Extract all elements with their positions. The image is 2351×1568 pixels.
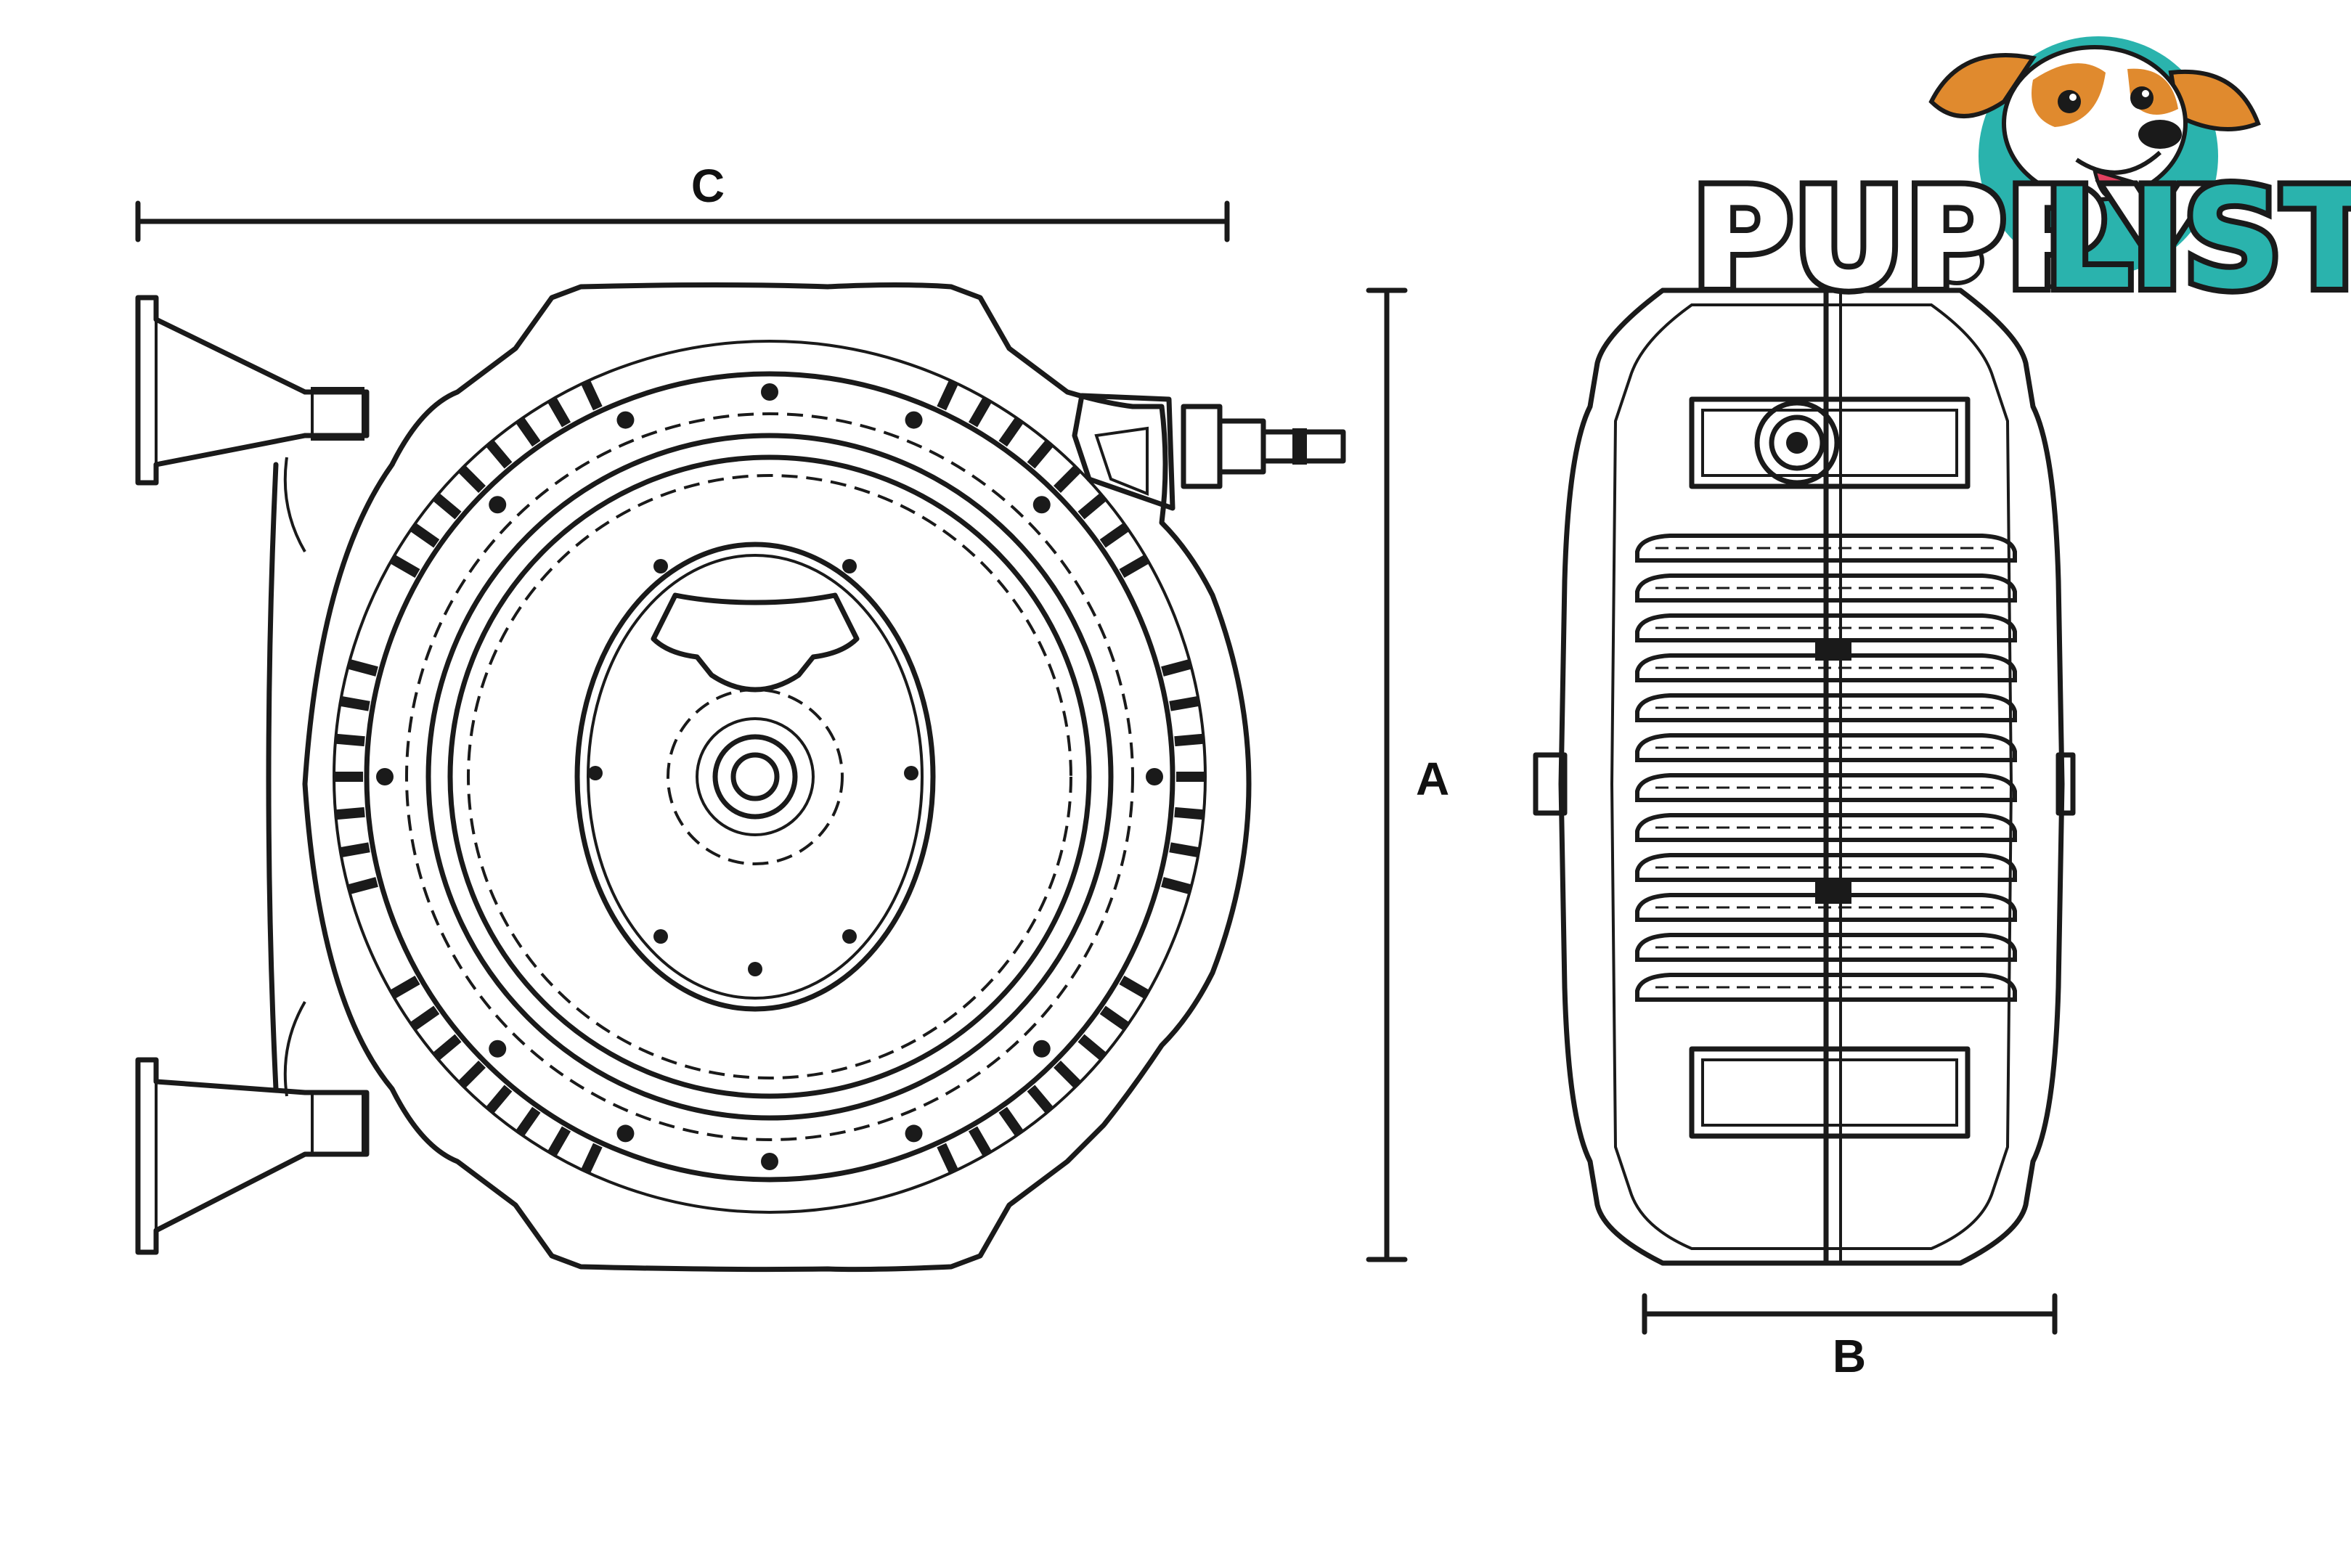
drum-bolt bbox=[616, 411, 635, 429]
housing-rib bbox=[968, 1126, 993, 1157]
housing-rib bbox=[389, 554, 420, 579]
side-rib bbox=[1635, 853, 2017, 882]
housing-rib bbox=[335, 733, 365, 747]
side-rib bbox=[1635, 773, 2017, 802]
drum-bolt bbox=[616, 1124, 635, 1143]
housing-rib bbox=[968, 396, 993, 428]
side-rib bbox=[1635, 893, 2017, 922]
drum-bolt bbox=[761, 383, 778, 401]
hub-bolts bbox=[588, 559, 918, 976]
housing-rib bbox=[547, 1126, 571, 1157]
housing-rib bbox=[1077, 492, 1107, 520]
dimension-b-label: B bbox=[1833, 1330, 1866, 1382]
side-rib bbox=[1635, 573, 2017, 603]
drum-bolt bbox=[905, 411, 923, 429]
housing-rib bbox=[410, 1005, 440, 1031]
housing-rib bbox=[432, 1034, 462, 1061]
housing-rib bbox=[1169, 695, 1200, 711]
dog-mascot-icon bbox=[1928, 45, 2261, 289]
housing-rib bbox=[432, 492, 462, 520]
housing-rib bbox=[516, 417, 541, 447]
top-mount-bracket bbox=[135, 295, 370, 486]
housing-rib bbox=[1174, 733, 1205, 747]
housing-rib bbox=[998, 1106, 1024, 1137]
side-rib bbox=[1635, 973, 2017, 1002]
drum-bolts bbox=[376, 383, 1163, 1170]
housing-rib bbox=[410, 523, 440, 548]
bottom-mount-bracket bbox=[135, 1057, 370, 1255]
hose-reel-front-view bbox=[135, 282, 1346, 1273]
dimension-a-label: A bbox=[1416, 753, 1449, 805]
housing-rib bbox=[335, 807, 365, 820]
housing-rib bbox=[1054, 1061, 1082, 1089]
housing-ribs bbox=[334, 380, 1205, 1174]
drum-bolt bbox=[489, 1040, 507, 1058]
drum-bolt bbox=[1032, 496, 1051, 514]
side-rib bbox=[1635, 933, 2017, 962]
housing-rib bbox=[1169, 842, 1200, 858]
side-rib bbox=[1635, 653, 2017, 682]
housing-rib bbox=[1174, 807, 1205, 820]
side-rib bbox=[1635, 534, 2017, 563]
side-rib bbox=[1635, 613, 2017, 642]
dimension-c: C bbox=[135, 160, 1230, 242]
dimension-a: A bbox=[1366, 287, 1449, 1262]
drum-bolt bbox=[1146, 768, 1163, 785]
housing-rib bbox=[1027, 1085, 1054, 1114]
puppylist-logo: PUPPY LIST bbox=[1686, 36, 2351, 325]
side-ribs bbox=[1635, 534, 2017, 1002]
housing-rib bbox=[1119, 554, 1150, 579]
logo-text-list: LIST bbox=[2044, 159, 2351, 319]
logo-text-puppy: PUPPY bbox=[1692, 159, 2209, 319]
housing-rib bbox=[581, 1143, 603, 1174]
housing-rib bbox=[485, 439, 513, 469]
dimension-b: B bbox=[1642, 1293, 2058, 1382]
housing-rib bbox=[937, 380, 958, 411]
housing-rib bbox=[457, 465, 486, 493]
housing-rib bbox=[347, 877, 378, 895]
housing-rib bbox=[937, 1143, 958, 1174]
housing-rib bbox=[485, 1085, 513, 1114]
drum-bolt bbox=[905, 1124, 923, 1143]
housing-rib bbox=[1027, 439, 1054, 469]
housing-rib bbox=[1119, 975, 1150, 1000]
drum-bolt bbox=[1032, 1040, 1051, 1058]
housing-rib bbox=[581, 380, 603, 411]
housing-rib bbox=[1161, 877, 1192, 895]
dimension-c-label: C bbox=[691, 160, 725, 212]
housing-rib bbox=[339, 695, 370, 711]
housing-rib bbox=[1099, 1005, 1130, 1031]
side-rib bbox=[1635, 693, 2017, 722]
drum-bolt bbox=[376, 768, 394, 785]
housing-rib bbox=[998, 417, 1024, 447]
housing-rib bbox=[516, 1106, 541, 1137]
housing-rib bbox=[457, 1061, 486, 1089]
drum-bolt bbox=[761, 1153, 778, 1170]
housing-rib bbox=[1099, 523, 1130, 548]
housing-rib bbox=[389, 975, 420, 1000]
hose-reel-side-view bbox=[1533, 287, 2076, 1266]
housing-rib bbox=[1161, 658, 1192, 677]
housing-rib bbox=[547, 396, 571, 428]
housing-rib bbox=[339, 842, 370, 858]
housing-rib bbox=[1054, 465, 1082, 493]
hose-outlet-fitting bbox=[1072, 393, 1346, 511]
side-rib bbox=[1635, 733, 2017, 762]
housing-rib bbox=[1077, 1034, 1107, 1061]
side-rib bbox=[1635, 813, 2017, 842]
housing-rib bbox=[347, 658, 378, 677]
drum-bolt bbox=[489, 496, 507, 514]
